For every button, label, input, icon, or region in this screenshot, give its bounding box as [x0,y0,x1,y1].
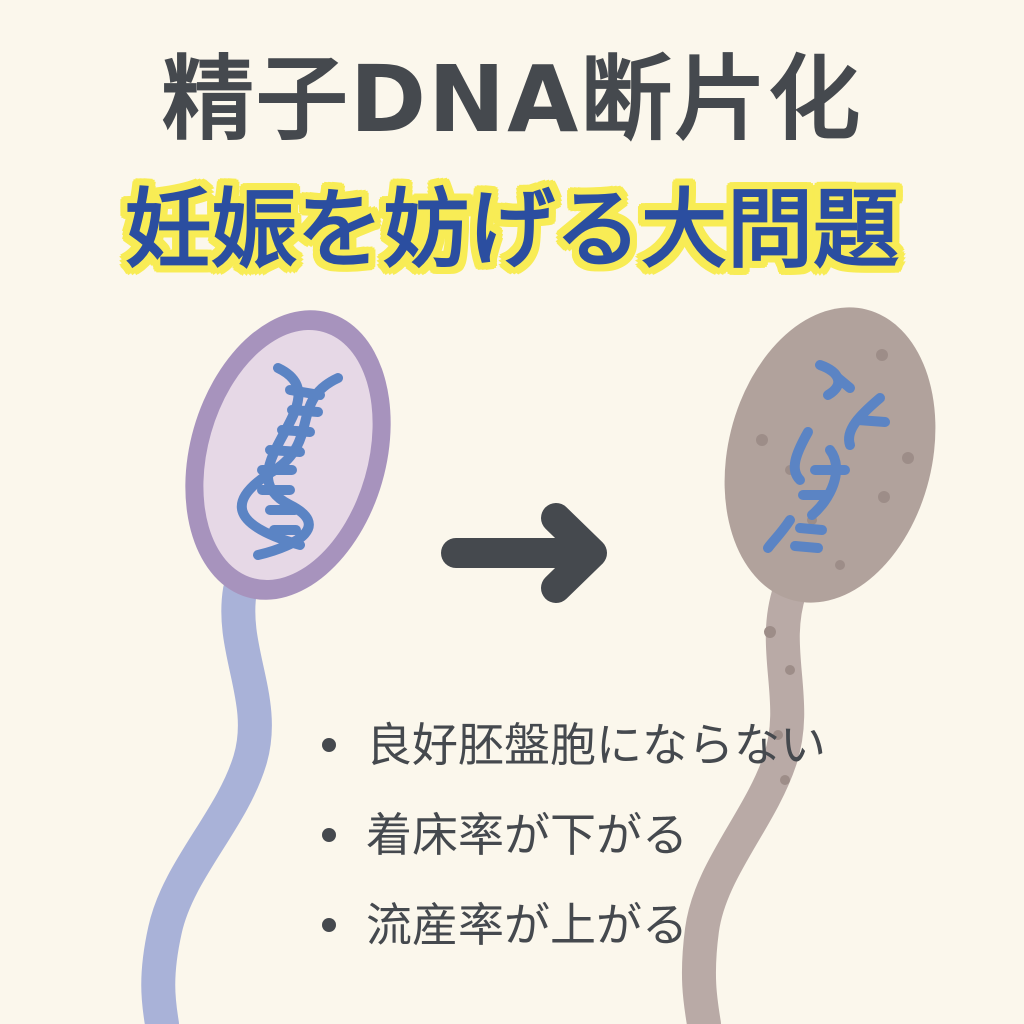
list-item: 着床率が下がる [318,790,826,880]
dna-helix-icon [236,363,343,560]
bullet-text: 着床率が下がる [366,808,688,862]
damaged-sperm-tail [681,573,807,1024]
list-item: 流産率が上がる [318,880,826,970]
bullet-dot-icon [322,828,336,842]
damaged-sperm-icon [681,307,936,1024]
bullet-text: 良好胚盤胞にならない [366,718,826,772]
bullet-text: 流産率が上がる [366,898,688,952]
bullet-list: 良好胚盤胞にならない 着床率が下がる 流産率が上がる [318,700,826,970]
fragmented-dna-icon [763,360,890,553]
healthy-sperm-tail [141,573,272,1024]
page-subtitle: 妊娠を妨げる大問題 [125,180,899,280]
list-item: 良好胚盤胞にならない [318,700,826,790]
arrow-right-icon [441,503,607,603]
healthy-sperm-icon [141,310,391,1024]
bullet-dot-icon [322,738,336,752]
bullet-dot-icon [322,918,336,932]
page-title: 精子DNA断片化 [161,46,863,153]
